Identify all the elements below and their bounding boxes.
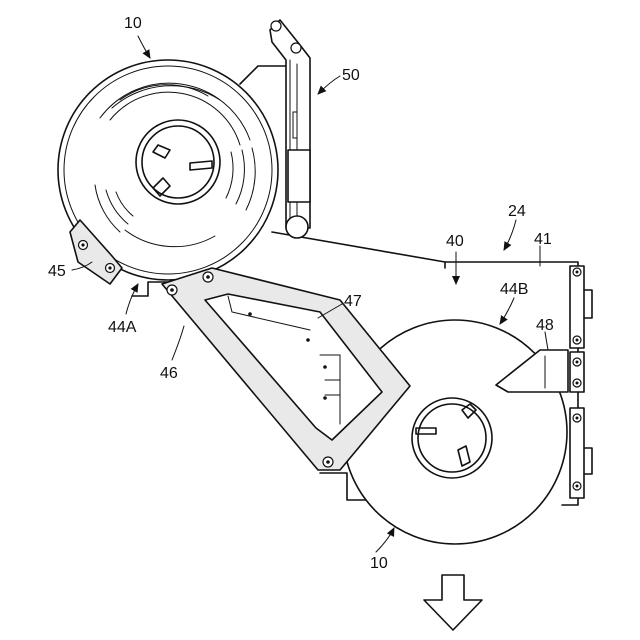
label-lever-window: 47 — [344, 293, 362, 310]
output-direction-arrow — [424, 575, 482, 630]
label-cutter: 48 — [536, 317, 554, 334]
label-shoe-right: 44B — [500, 281, 528, 298]
label-base: 40 — [446, 233, 464, 250]
label-lever: 46 — [160, 365, 178, 382]
arm-50 — [270, 20, 310, 238]
label-clamp: 45 — [48, 263, 66, 280]
side-rail-lower — [570, 408, 592, 498]
label-shoe-left: 44A — [108, 319, 137, 336]
side-rail-upper — [570, 266, 592, 348]
label-plate: 41 — [534, 231, 552, 248]
label-roll-top: 10 — [124, 15, 142, 32]
label-frame: 24 — [508, 203, 526, 220]
label-arm: 50 — [342, 67, 360, 84]
side-rail-middle — [570, 352, 584, 392]
label-roll-bottom: 10 — [370, 555, 388, 572]
